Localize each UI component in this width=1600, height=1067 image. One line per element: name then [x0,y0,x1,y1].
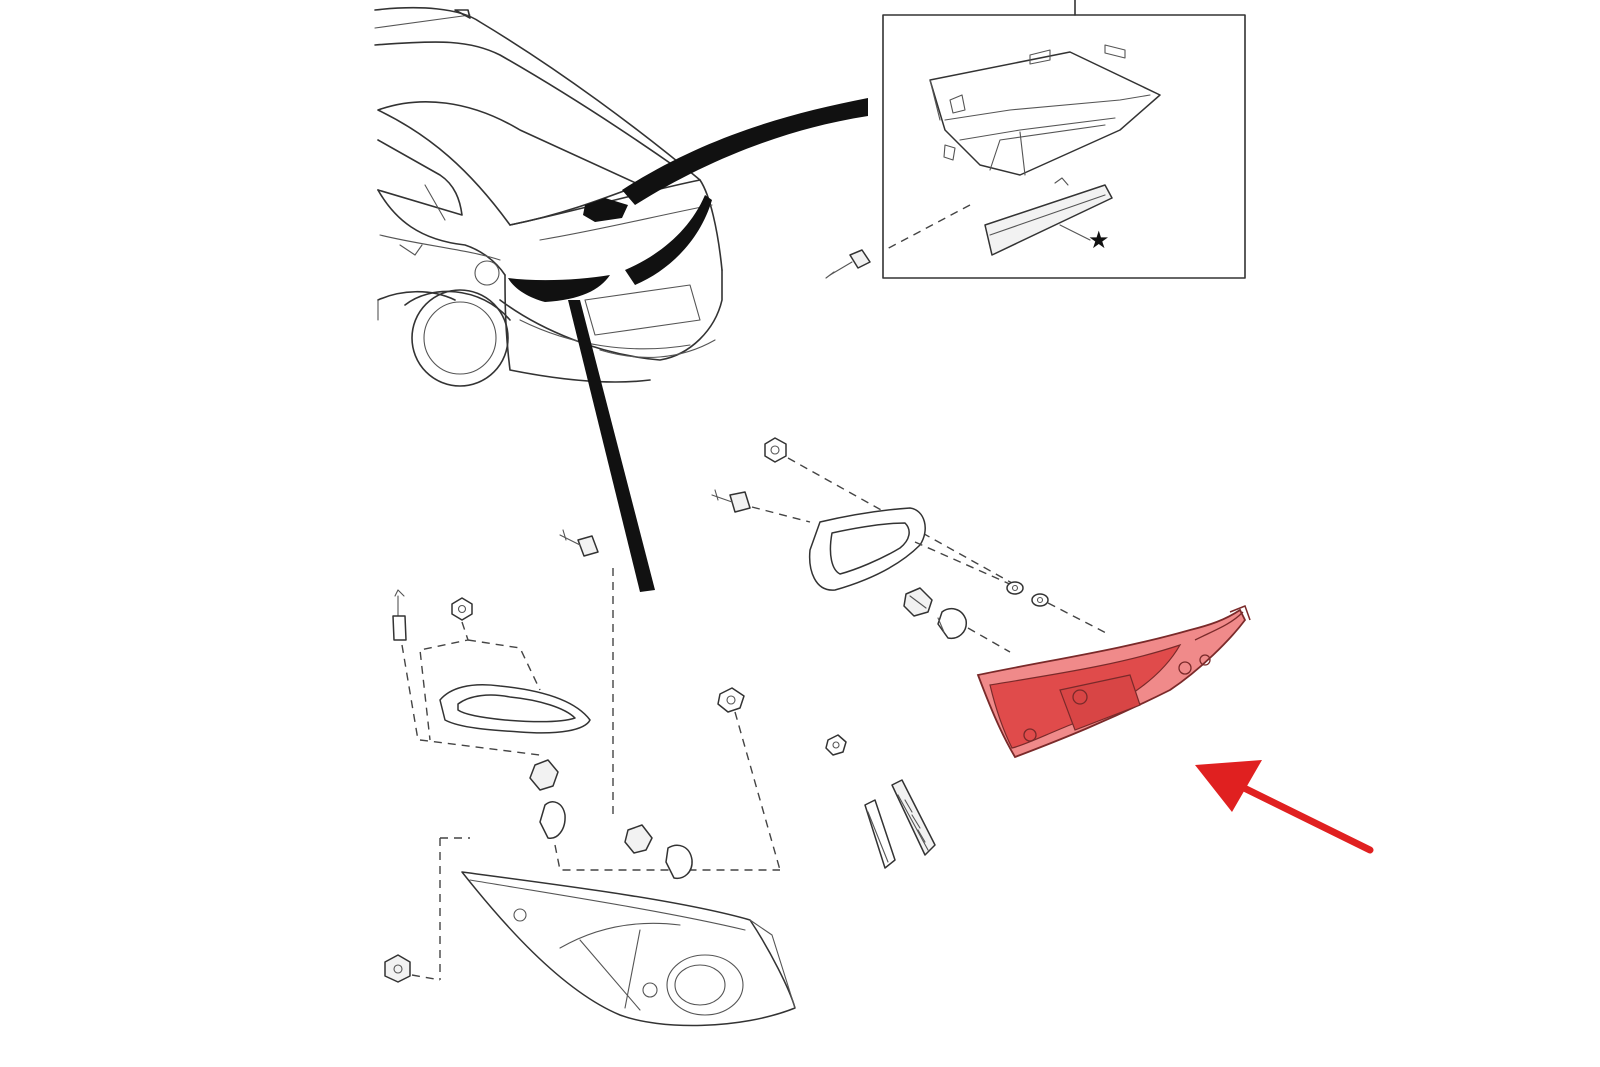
clip-nut [451,597,473,621]
bulb-socket [903,587,933,617]
outer-bulb-2 [665,844,693,880]
outer-lamp-assembly [384,529,936,1027]
inner-lamp-assembly [711,437,1251,759]
bulb [937,607,967,640]
outer-bulb-socket [529,759,559,791]
outer-gasket [439,684,591,734]
harness-connector [711,489,751,513]
washer-2 [1031,593,1049,607]
red-pointer-arrow-icon [1195,760,1374,854]
washer-1 [1006,581,1024,595]
lamp-gasket [808,507,926,591]
side-marker [891,779,936,856]
retainer-clip [717,687,745,713]
outer-harness-connector [559,529,599,557]
callout-leaders [568,98,868,592]
outer-bulb [539,801,566,839]
car-body-outline [374,6,723,387]
outer-tail-lamp [461,871,796,1027]
inset-box-high-mount-stop-lamp: ★ [825,0,1246,279]
inner-tail-lamp [976,605,1251,759]
nut-part [764,437,787,463]
marker-clip [825,734,847,756]
side-reflector [864,799,896,869]
star-marker-icon: ★ [1088,226,1110,254]
lamp-bolt [384,954,411,983]
wire-plug [392,589,407,641]
outer-bulb-socket-2 [624,824,653,854]
